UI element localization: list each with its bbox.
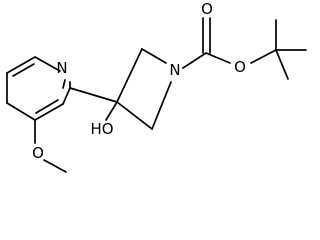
- bonds: [6, 17, 307, 173]
- bond-c2-c1: [62, 87, 71, 105]
- bond-carbonyl-ester-o: [205, 52, 231, 64]
- hydroxyl-label: HO: [90, 120, 113, 138]
- bond-azetidine-c4-c3: [116, 101, 153, 130]
- azetidine-nitrogen-label: N: [169, 61, 180, 79]
- bond-pyridyl-azetidine: [69, 87, 118, 103]
- bond-n-carbonyl-c: [182, 52, 207, 69]
- bond-c3-c2: [34, 103, 64, 121]
- bond-tbu-methyl-bottom: [275, 49, 289, 80]
- bond-c2-n1-inner: [62, 79, 66, 89]
- bond-methoxy-o-ch3: [43, 159, 67, 173]
- bond-c6-c5: [6, 56, 36, 74]
- bond-azetidine-n-c4: [151, 81, 172, 130]
- carbonyl-oxygen-label: O: [201, 0, 213, 18]
- bond-c6-c5-inner: [12, 63, 35, 77]
- bond-ester-o-tbu: [250, 49, 277, 64]
- bond-c3-hydroxyl: [105, 101, 118, 121]
- atom-labels: N N HO O O O: [32, 0, 246, 162]
- bond-n1-c6: [34, 56, 61, 72]
- pyridine-nitrogen-label: N: [56, 59, 67, 77]
- bond-c3-c2-inner: [35, 99, 59, 114]
- chemical-structure-diagram: N N HO O O O: [6, 0, 307, 173]
- methoxy-oxygen-label: O: [32, 144, 44, 162]
- ester-oxygen-label: O: [234, 58, 246, 76]
- bond-azetidine-c3-c2: [116, 48, 143, 103]
- bond-c4-c3: [6, 102, 36, 121]
- bond-azetidine-c2-n: [141, 48, 167, 64]
